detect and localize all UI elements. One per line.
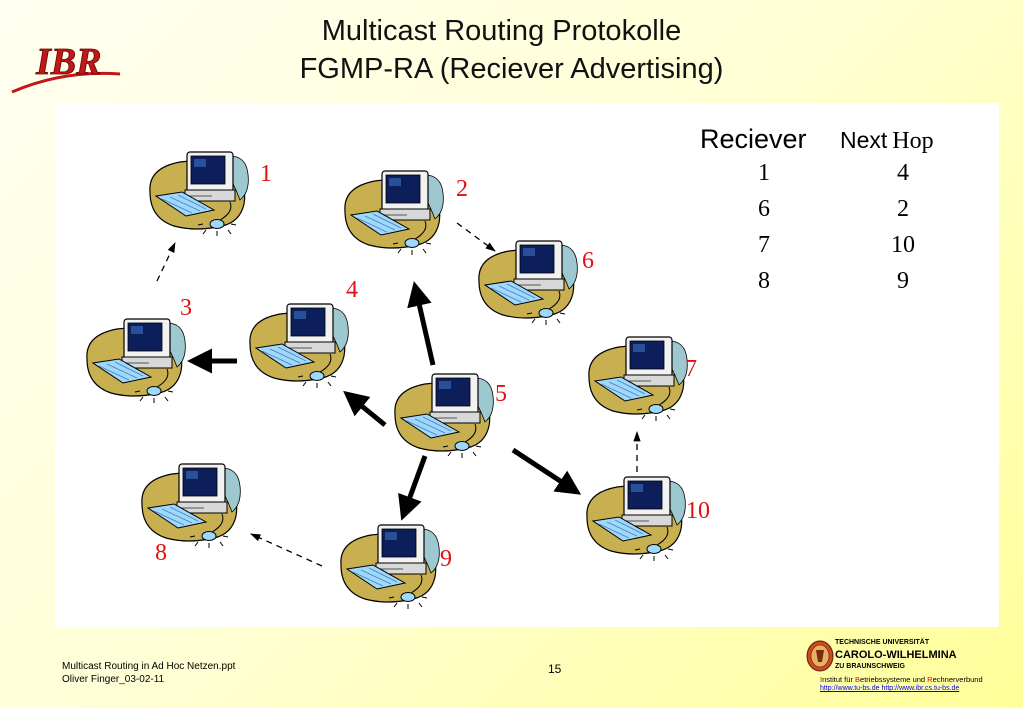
next-hop-cell: 10 bbox=[891, 232, 915, 258]
table-row: 6 2 bbox=[700, 191, 978, 227]
node-label-1: 1 bbox=[260, 161, 272, 187]
network-diagram: 1 2 3 4 5 6 7 8 9 10 bbox=[86, 151, 710, 610]
university-line-1: TECHNISCHE UNIVERSITÄT bbox=[835, 639, 930, 646]
node-label-10: 10 bbox=[686, 498, 710, 524]
node-label-2: 2 bbox=[456, 176, 468, 202]
edge-2-6 bbox=[456, 222, 496, 252]
node-label-8: 8 bbox=[155, 540, 167, 566]
computer-node-1 bbox=[149, 151, 249, 237]
university-links: http://www.tu-bs.de http://www.ibr.cs.tu… bbox=[820, 685, 959, 692]
table-row: 8 9 bbox=[700, 263, 978, 299]
edge-5-4 bbox=[343, 390, 387, 427]
receiver-cell: 8 bbox=[758, 268, 770, 294]
next-hop-cell: 9 bbox=[897, 268, 909, 294]
university-line-3: ZU BRAUNSCHWEIG bbox=[835, 663, 905, 670]
university-seal-icon bbox=[806, 640, 834, 672]
computer-node-6 bbox=[478, 240, 578, 326]
node-label-5: 5 bbox=[495, 381, 507, 407]
edge-5-2 bbox=[407, 281, 436, 366]
next-hop-cell: 2 bbox=[897, 196, 909, 222]
routing-table: Reciever Next Hop 1 4 6 2 7 10 8 9 bbox=[700, 124, 978, 299]
receiver-cell: 6 bbox=[758, 196, 770, 222]
next-hop-cell: 4 bbox=[897, 160, 909, 186]
institute-name: Institut für Betriebssysteme und Rechner… bbox=[820, 675, 983, 684]
footer-author: Oliver Finger_03-02-11 bbox=[62, 674, 165, 685]
header-next: Next bbox=[840, 127, 888, 153]
computer-node-10 bbox=[586, 476, 686, 562]
computer-node-8 bbox=[141, 463, 241, 549]
computer-node-4 bbox=[249, 303, 349, 389]
node-label-3: 3 bbox=[180, 295, 192, 321]
university-logo-block: TECHNISCHE UNIVERSITÄT CAROLO-WILHELMINA… bbox=[806, 638, 1006, 700]
node-label-9: 9 bbox=[440, 546, 452, 572]
link-tu-bs[interactable]: http://www.tu-bs.de bbox=[820, 685, 880, 692]
title-line-1: Multicast Routing Protokolle bbox=[321, 15, 682, 47]
edge-5-9 bbox=[398, 455, 428, 521]
edge-5-10 bbox=[511, 447, 582, 495]
ibr-logo: IBR bbox=[11, 41, 121, 94]
diagram-panel: 1 2 3 4 5 6 7 8 9 10 bbox=[55, 103, 999, 627]
receiver-cell: 1 bbox=[758, 160, 770, 186]
node-label-6: 6 bbox=[582, 248, 594, 274]
node-label-7: 7 bbox=[685, 356, 697, 382]
computer-node-9 bbox=[340, 524, 440, 610]
university-line-2: CAROLO-WILHELMINA bbox=[835, 649, 957, 661]
title-line-2: FGMP-RA (Reciever Advertising) bbox=[299, 53, 724, 85]
node-label-4: 4 bbox=[346, 277, 358, 303]
edge-9-8 bbox=[250, 533, 323, 567]
edge-3-1 bbox=[156, 242, 176, 282]
table-row: 7 10 bbox=[700, 227, 978, 263]
ibr-logo-text: IBR bbox=[35, 41, 101, 83]
computer-node-7 bbox=[588, 336, 688, 422]
receiver-cell: 7 bbox=[758, 232, 770, 258]
computer-node-5 bbox=[394, 373, 494, 459]
page-number: 15 bbox=[548, 662, 562, 676]
table-row: 1 4 bbox=[700, 155, 978, 191]
link-ibr[interactable]: http://www.ibr.cs.tu-bs.de bbox=[881, 685, 960, 692]
header-receiver: Reciever bbox=[700, 124, 807, 154]
computer-node-2 bbox=[344, 170, 444, 256]
header-hop: Hop bbox=[892, 128, 934, 154]
computer-node-3 bbox=[86, 318, 186, 404]
routing-table-header: Reciever Next Hop bbox=[700, 124, 978, 155]
footer-filename: Multicast Routing in Ad Hoc Netzen.ppt bbox=[62, 661, 236, 672]
